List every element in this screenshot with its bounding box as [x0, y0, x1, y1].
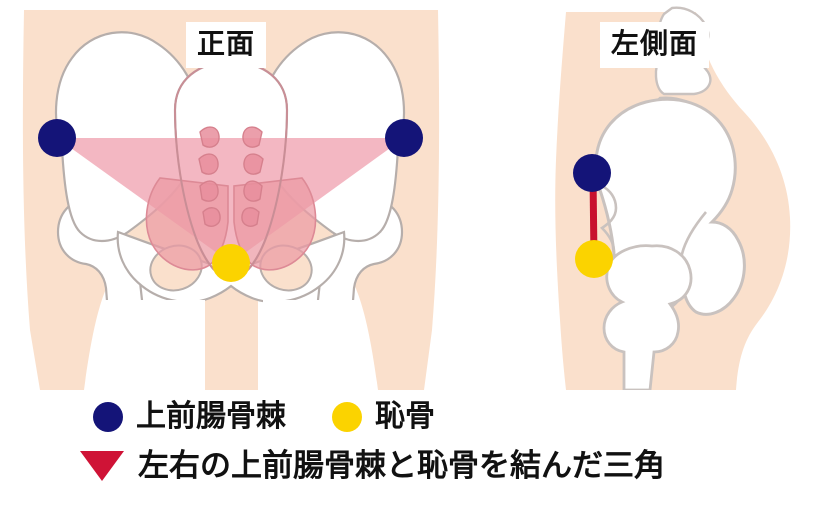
legend-triangle-down-icon: [80, 450, 124, 481]
legend-item-asis: 上前腸骨棘: [93, 402, 286, 432]
side-marker-pubis[interactable]: [575, 240, 613, 278]
legend-triangle-label: 左右の上前腸骨棘と恥骨を結んだ三角: [138, 448, 665, 483]
side-view-title: 左側面: [600, 22, 710, 68]
legend-pubis-label: 恥骨: [375, 400, 435, 433]
legend-row-triangle: 左右の上前腸骨棘と恥骨を結んだ三角: [80, 450, 665, 481]
pelvic-triangle-overlay: [57, 138, 404, 263]
legend-item-pubis: 恥骨: [332, 402, 435, 432]
front-marker-pubis[interactable]: [212, 244, 250, 282]
side-view-panel: [500, 0, 819, 390]
front-view-panel: [0, 0, 500, 390]
front-marker-asis-right[interactable]: [385, 119, 423, 157]
front-view-illustration: [22, 10, 440, 390]
front-marker-asis-left[interactable]: [38, 119, 76, 157]
legend: 上前腸骨棘 恥骨 左右の上前腸骨棘と恥骨を結んだ三角: [0, 392, 819, 506]
sacral-foramina: [198, 126, 264, 227]
femur-side-bone: [602, 244, 693, 390]
side-marker-asis[interactable]: [573, 154, 611, 192]
legend-item-triangle: 左右の上前腸骨棘と恥骨を結んだ三角: [80, 450, 665, 481]
legend-asis-dot-icon: [93, 402, 123, 432]
side-view-illustration: [555, 6, 791, 390]
legend-row-markers: 上前腸骨棘 恥骨: [93, 402, 435, 432]
legend-pubis-dot-icon: [332, 402, 362, 432]
legend-asis-label: 上前腸骨棘: [136, 400, 286, 433]
front-view-title: 正面: [186, 22, 267, 68]
